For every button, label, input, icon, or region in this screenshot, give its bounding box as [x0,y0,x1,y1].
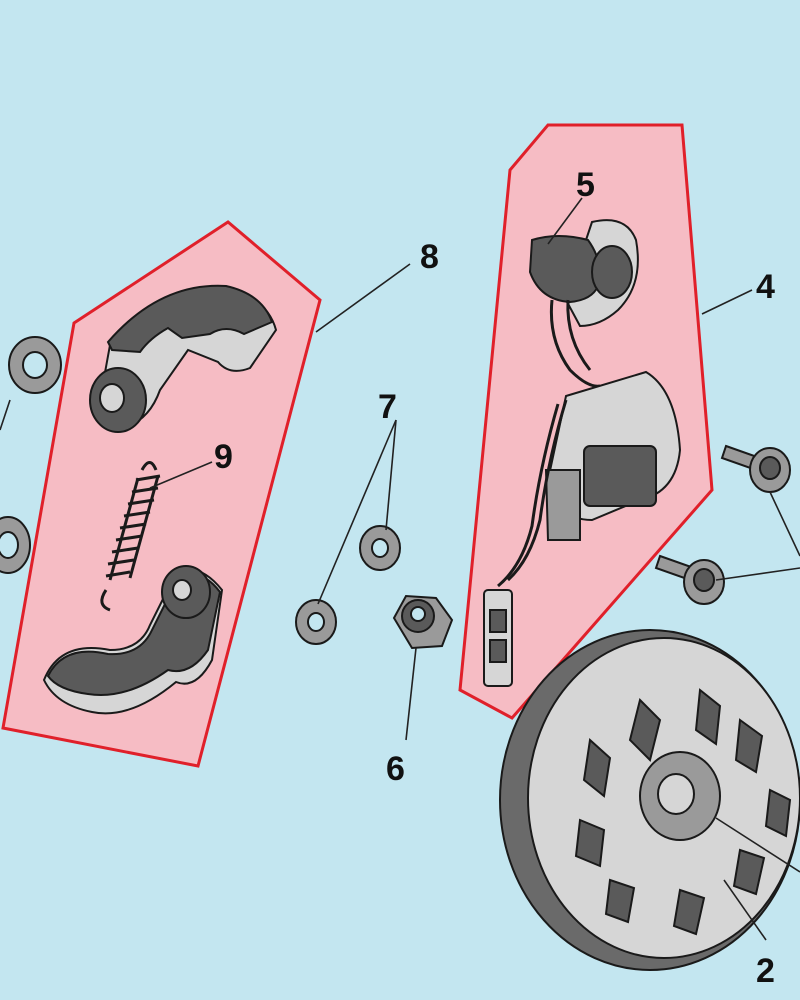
bolt-upper-icon [720,444,791,493]
callout-2: 2 [756,952,775,990]
nut-icon [392,594,454,650]
callout-5: 5 [576,166,595,204]
callout-6: 6 [386,750,405,788]
spring-icon [100,461,161,612]
washer-upper-icon [359,525,401,571]
leader-lines [149,197,800,941]
clutch-shoe-lower-icon [42,565,224,715]
clutch-shoe-upper-icon [89,284,278,433]
callout-8: 8 [420,238,439,276]
edge-leader-line [0,399,11,431]
ignition-coil-icon [483,219,682,687]
bolt-lower-icon [654,554,725,605]
edge-washer-upper-icon [8,336,62,394]
washer-lower-icon [295,599,337,645]
flywheel-icon [499,629,800,971]
edge-washer-lower-icon [0,516,31,574]
callout-4: 4 [756,268,775,306]
callout-7: 7 [378,388,397,426]
callout-9: 9 [214,438,233,476]
